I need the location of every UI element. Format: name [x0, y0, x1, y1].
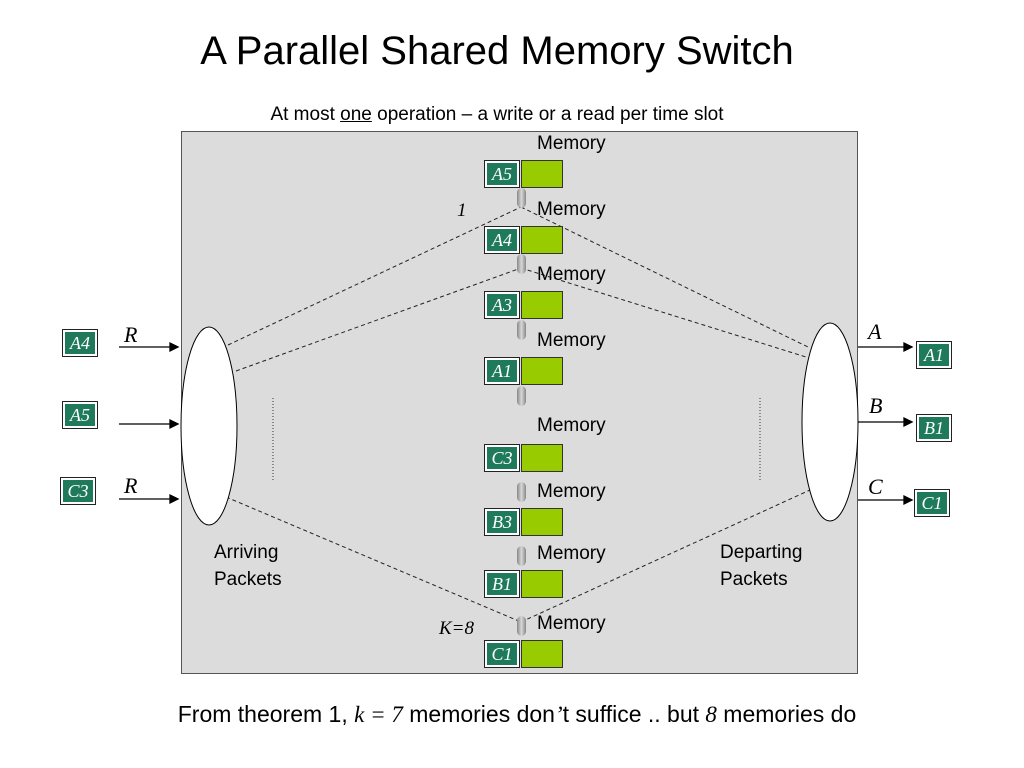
memory-5-label: Memory [537, 415, 606, 436]
footer-part-4: memories do [716, 701, 857, 727]
memory-3-label: Memory [537, 264, 606, 285]
memory-connector-6 [517, 546, 526, 566]
memory-connector-7 [517, 616, 526, 636]
memory-index-first: 1 [457, 200, 467, 221]
subtitle-underlined-word: one [340, 104, 372, 125]
memory-1-block [521, 160, 563, 188]
arriving-caption-line-1: Arriving [214, 542, 279, 563]
slide-footer: From theorem 1, k = 7 memories don’t suf… [0, 699, 1024, 730]
input-arrowhead-2 [169, 418, 180, 430]
memory-connector-4 [517, 386, 526, 406]
memory-connector-1 [517, 188, 526, 208]
output-arrowhead-a [903, 341, 914, 353]
output-port-label-a: A [868, 319, 882, 344]
footer-eight: 8 [705, 702, 717, 727]
memory-6-packet: B3 [484, 508, 520, 536]
memory-7-block [521, 570, 563, 598]
departing-caption-line-1: Departing [720, 542, 803, 563]
input-arrowhead-1 [169, 341, 180, 353]
memory-7-packet: B1 [484, 570, 520, 598]
slide-title: A Parallel Shared Memory Switch [200, 29, 794, 73]
memory-2-block [521, 226, 563, 254]
subtitle-text-before: At most [270, 104, 341, 125]
input-packet-1: A4 [62, 329, 98, 357]
output-arrowhead-c [903, 494, 914, 506]
footer-k-expression: k = 7 [354, 702, 403, 727]
memory-1-packet: A5 [484, 160, 520, 188]
memory-3-packet: A3 [484, 291, 520, 319]
output-packet-c: C1 [914, 489, 950, 517]
footer-part-3: t suffice .. but [562, 701, 706, 727]
arriving-packets-caption: Arriving Packets [214, 539, 282, 593]
memory-8-packet: C1 [484, 640, 520, 668]
output-arrowhead-b [903, 416, 914, 428]
memory-index-last: K=8 [439, 618, 474, 639]
memory-4-label: Memory [537, 330, 606, 351]
memory-2-label: Memory [537, 199, 606, 220]
memory-2-packet: A4 [484, 226, 520, 254]
input-rate-label-1: R [124, 322, 138, 347]
arriving-caption-line-2: Packets [214, 569, 282, 590]
subtitle-text-after: operation – a write or a read per time s… [371, 104, 724, 125]
output-packet-a: A1 [916, 341, 952, 369]
input-packet-2: A5 [62, 401, 98, 429]
footer-part-2: memories don [402, 701, 555, 727]
memory-8-block [521, 640, 563, 668]
input-packet-3: C3 [60, 477, 96, 505]
memory-connector-5 [517, 482, 526, 502]
slide-subtitle: At most one operation – a write or a rea… [0, 103, 994, 127]
memory-6-block [521, 508, 563, 536]
memory-connector-2 [517, 254, 526, 274]
footer-apostrophe: ’ [554, 702, 563, 727]
input-arrowhead-3 [169, 493, 180, 505]
memory-4-packet: A1 [484, 357, 520, 385]
output-packet-b: B1 [916, 414, 952, 442]
footer-part-1: From theorem 1, [177, 701, 355, 727]
input-rate-label-3: R [124, 473, 138, 498]
departing-packets-caption: Departing Packets [720, 539, 802, 593]
memory-4-block [521, 357, 563, 385]
memory-connector-3 [517, 320, 526, 340]
memory-7-label: Memory [537, 543, 606, 564]
memory-3-block [521, 291, 563, 319]
output-port-label-b: B [869, 393, 883, 418]
memory-5-packet: C3 [484, 444, 520, 472]
memory-1-label: Memory [537, 133, 606, 154]
output-port-label-c: C [868, 474, 883, 499]
memory-6-label: Memory [537, 481, 606, 502]
memory-8-label: Memory [537, 613, 606, 634]
departing-caption-line-2: Packets [720, 569, 788, 590]
memory-5-block [521, 444, 563, 472]
